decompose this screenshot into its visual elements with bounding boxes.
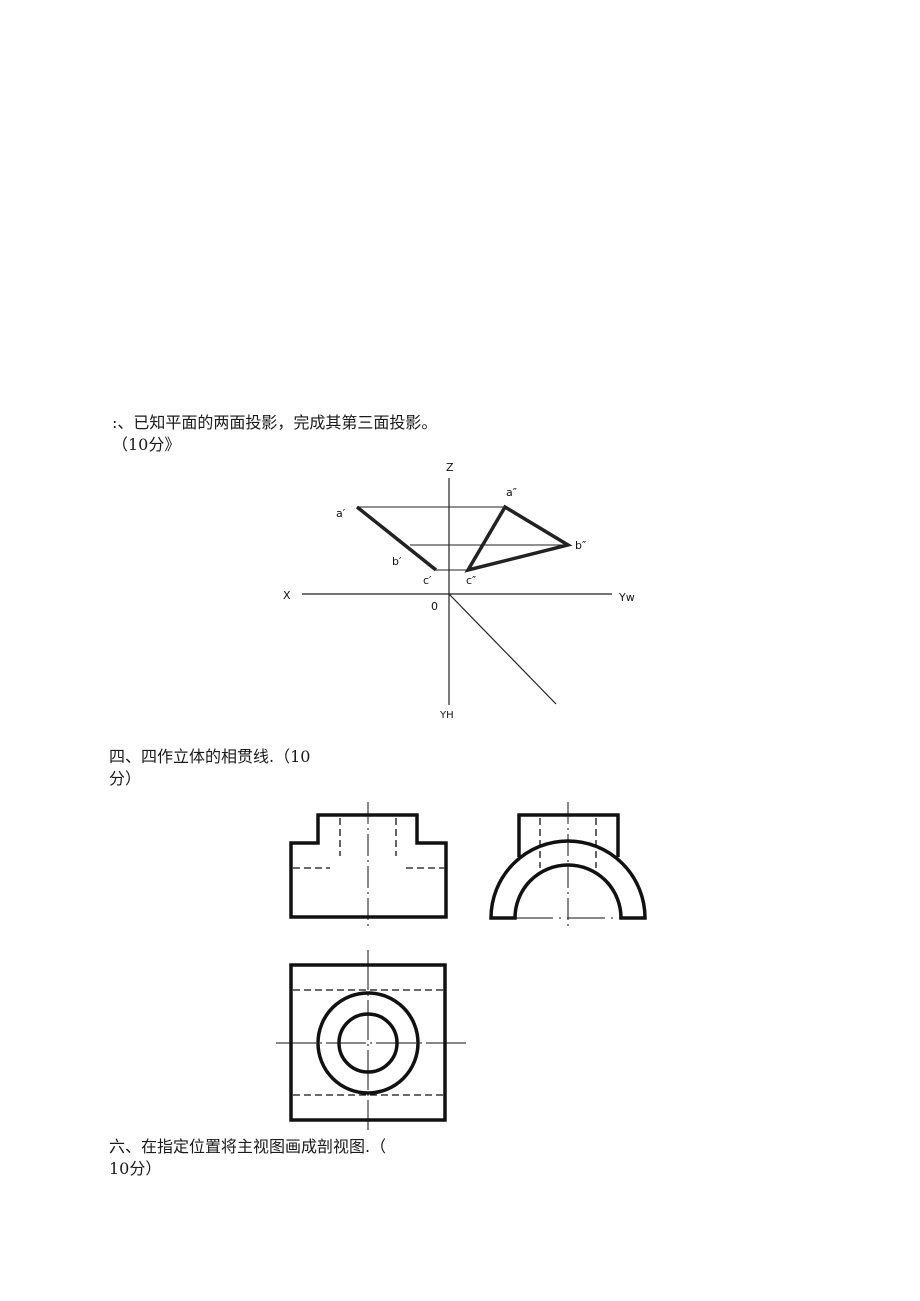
question-6-line1: 六、在指定位置将主视图画成剖视图.（ [109,1137,387,1156]
side-view-triangle [464,504,573,573]
question-3-line1: :、已知平面的两面投影，完成其第三面投影。 [112,413,438,432]
question-3-line2: （10分》 [112,435,181,454]
label-c-prime: c′ [423,574,432,587]
top-view [276,950,468,1130]
label-c-double-prime: c″ [466,574,476,587]
question-3-prompt: :、已知平面的两面投影，完成其第三面投影。 （10分》 [112,412,437,456]
label-b-prime: b′ [392,555,402,568]
side-view [489,802,647,930]
origin-label: 0 [431,600,438,613]
z-axis-label: Z [446,461,454,474]
side-view-half-ring [489,839,647,920]
question-6-line2: 10分） [109,1159,162,1178]
question-4-line1: 四、四作立体的相贯线.（10 [109,747,311,766]
front-view-edge [355,505,438,572]
diagonal-45-line [448,593,557,705]
front-view [289,802,448,930]
label-a-double-prime: a″ [506,486,517,499]
question-6-prompt: 六、在指定位置将主视图画成剖视图.（ 10分） [109,1136,386,1180]
yh-axis-label: YH [439,710,454,721]
question-4-line2: 分） [109,769,142,788]
label-b-double-prime: b″ [575,539,586,552]
projection-figure [302,478,612,705]
label-a-prime: a′ [336,507,346,520]
question-4-prompt: 四、四作立体的相贯线.（10 分） [109,746,310,790]
front-view-outline [289,813,448,919]
yw-axis-label: Yw [618,591,635,604]
projection-labels: Z X Yw 0 YH a′ b′ c′ a″ b″ c″ [283,461,635,721]
top-view-outer-circle [316,991,420,1095]
x-axis-label: X [283,589,291,602]
